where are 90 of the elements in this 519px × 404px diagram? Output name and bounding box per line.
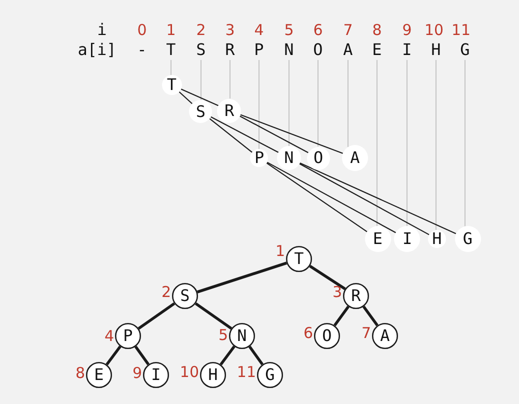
guide-line (406, 60, 408, 226)
tree-edge (134, 346, 150, 366)
heap-node: E (364, 226, 391, 252)
tree-node: N (229, 323, 255, 349)
tree-edge (180, 88, 219, 106)
index-label: 3 (332, 283, 342, 301)
tree-edge (220, 346, 236, 366)
array-entry: S (193, 41, 209, 59)
guide-line (229, 60, 231, 99)
array-entry: N (281, 41, 297, 59)
index-label: 1 (275, 242, 285, 260)
heap-node: T (162, 75, 182, 95)
index-label: 6 (303, 324, 313, 342)
tree-node: S (172, 283, 198, 309)
row-label: a[i] (78, 41, 116, 59)
tree-edge (196, 262, 288, 294)
tree-node: A (372, 323, 398, 349)
tree-edge (299, 163, 430, 236)
array-entry: E (369, 41, 385, 59)
tree-edge (266, 162, 396, 234)
tree-node: R (343, 283, 369, 309)
heap-node: G (454, 226, 481, 252)
tree-edge (266, 162, 368, 232)
heap-node: I (394, 226, 420, 252)
index-number: 5 (284, 21, 294, 39)
index-number: 3 (225, 21, 235, 39)
index-label: 9 (132, 364, 142, 382)
tree-node: H (200, 362, 226, 388)
array-entry: O (310, 41, 326, 59)
array-entry: A (340, 41, 356, 59)
tree-edge (178, 91, 193, 104)
tree-node: I (143, 362, 169, 388)
index-label: 2 (161, 283, 171, 301)
guide-line (347, 60, 349, 148)
tree-edge (300, 162, 456, 234)
tree-node: E (86, 362, 112, 388)
tree-edge (194, 302, 232, 330)
tree-edge (209, 118, 253, 153)
tree-edge (334, 306, 350, 326)
heap-node: O (306, 146, 330, 170)
guide-line (317, 60, 319, 146)
tree-node: O (314, 323, 340, 349)
index-number: 1 (166, 21, 176, 39)
index-label: 8 (75, 364, 85, 382)
tree-node: G (257, 362, 283, 388)
heap-node: P (250, 149, 268, 167)
tree-edge (309, 264, 346, 290)
array-entry: - (137, 41, 147, 59)
heap-node: S (189, 100, 212, 123)
array-entry: I (399, 41, 415, 59)
index-number: 8 (372, 21, 382, 39)
array-entry: G (457, 41, 473, 59)
guide-line (170, 60, 172, 76)
heap-node: H (428, 230, 446, 248)
index-label: 10 (180, 363, 199, 381)
index-number: 9 (402, 21, 412, 39)
index-number: 10 (424, 21, 444, 39)
index-number: 7 (343, 21, 353, 39)
index-number: 11 (451, 21, 471, 39)
tree-node: P (115, 323, 141, 349)
array-entry: T (163, 41, 179, 59)
array-entry: R (222, 41, 238, 59)
row-label: i (97, 21, 107, 39)
index-number: 6 (313, 21, 323, 39)
index-number: 2 (196, 21, 206, 39)
tree-edge (138, 302, 176, 330)
tree-edge (210, 116, 279, 153)
heap-node: N (277, 146, 301, 170)
guide-line (288, 60, 290, 146)
tree-node: T (286, 246, 312, 272)
tree-edge (240, 116, 308, 154)
guide-line (258, 60, 260, 149)
heap-node: R (217, 98, 242, 122)
heap-node: A (342, 145, 368, 171)
guide-line (464, 60, 466, 226)
tree-edge (362, 306, 378, 326)
index-label: 4 (104, 327, 114, 345)
index-label: 11 (236, 363, 256, 381)
array-entry: P (251, 41, 267, 59)
index-label: 5 (218, 326, 228, 344)
tree-edge (240, 114, 344, 154)
index-number: 0 (137, 21, 147, 39)
guide-line (376, 60, 378, 226)
index-number: 4 (254, 21, 264, 39)
index-label: 7 (361, 324, 371, 342)
tree-edge (248, 346, 264, 366)
guide-line (435, 60, 437, 230)
guide-line (200, 60, 202, 100)
tree-edge (106, 346, 122, 366)
array-entry: H (428, 41, 444, 59)
